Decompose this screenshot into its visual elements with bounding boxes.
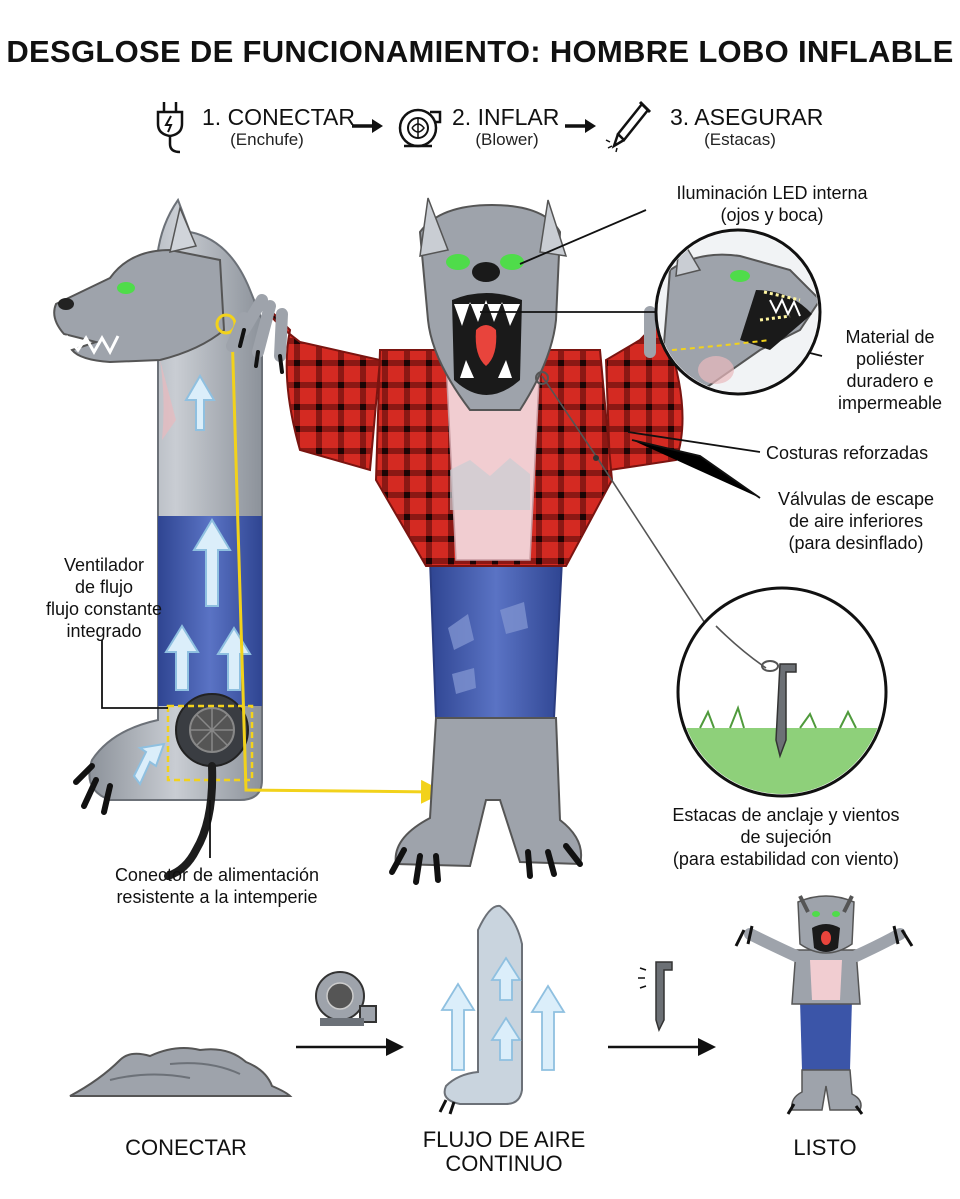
stake-icon: [605, 100, 652, 153]
valves-callout-line: (para desinflado): [788, 533, 924, 553]
bottom-label-flow-line: FLUJO DE AIRE: [422, 1127, 586, 1152]
werewolf-figure: [226, 197, 823, 885]
plug-icon: [156, 102, 184, 154]
power-callout-line: resistente a la intemperie: [116, 887, 318, 907]
cutaway-figure: [53, 197, 445, 880]
power-callout-line: Conector de alimentación: [114, 865, 320, 885]
led-callout: Iluminación LED interna (ojos y boca): [652, 182, 892, 226]
fan-callout-line: integrado: [66, 621, 142, 641]
valves-callout-line: de aire inferiores: [788, 511, 924, 531]
step-secure: 3. ASEGURAR (Estacas): [604, 100, 824, 156]
step-inflate-label: 2. INFLAR: [452, 104, 560, 130]
material-callout-line: impermeable: [837, 393, 943, 413]
stakes-callout-line: Estacas de anclaje y vientos: [672, 805, 900, 825]
stake-zoom-circle: [676, 586, 888, 798]
led-zoom-circle: [654, 228, 822, 396]
inflation-sequence: [69, 895, 914, 1115]
step-inflate-sub: (Blower): [475, 130, 539, 149]
fan-callout-line: flujo constante: [45, 599, 163, 619]
material-callout-line: Material de: [845, 327, 935, 347]
material-callout-line: duradero e: [846, 371, 934, 391]
bottom-label-flow: FLUJO DE AIRE CONTINUO: [394, 1128, 614, 1176]
step-connect: 1. CONECTAR (Enchufe): [150, 100, 355, 156]
blower-icon: [398, 108, 442, 148]
material-callout-line: poliéster: [855, 349, 925, 369]
step-inflate: 2. INFLAR (Blower): [396, 100, 566, 156]
step-secure-label: 3. ASEGURAR: [670, 104, 824, 130]
material-callout: Material de poliéster duradero e imperme…: [820, 326, 960, 414]
bottom-label-ready: LISTO: [793, 1135, 857, 1160]
stakes-callout: Estacas de anclaje y vientos de sujeción…: [636, 804, 936, 870]
fan-callout-line: Ventilador: [63, 555, 145, 575]
fan-callout: Ventilador de flujo flujo constante inte…: [14, 554, 194, 642]
arrow-icon: [352, 119, 383, 133]
valves-callout-line: Válvulas de escape: [777, 489, 935, 509]
arrow-icon: [565, 119, 596, 133]
led-callout-line: (ojos y boca): [720, 205, 824, 225]
step-connect-label: 1. CONECTAR: [202, 104, 355, 130]
fan-callout-line: de flujo: [74, 577, 134, 597]
bottom-label-connect: CONECTAR: [125, 1135, 247, 1160]
seams-callout: Costuras reforzadas: [766, 443, 929, 463]
stakes-callout-line: de sujeción: [740, 827, 832, 847]
stakes-callout-line: (para estabilidad con viento): [672, 849, 900, 869]
step-connect-sub: (Enchufe): [230, 130, 304, 149]
valves-callout: Válvulas de escape de aire inferiores (p…: [756, 488, 956, 554]
led-callout-line: Iluminación LED interna: [676, 183, 868, 203]
power-callout: Conector de alimentación resistente a la…: [92, 864, 342, 908]
step-secure-sub: (Estacas): [704, 130, 776, 149]
bottom-label-flow-line: CONTINUO: [445, 1151, 563, 1176]
page-title: DESGLOSE DE FUNCIONAMIENTO: HOMBRE LOBO …: [6, 34, 954, 69]
